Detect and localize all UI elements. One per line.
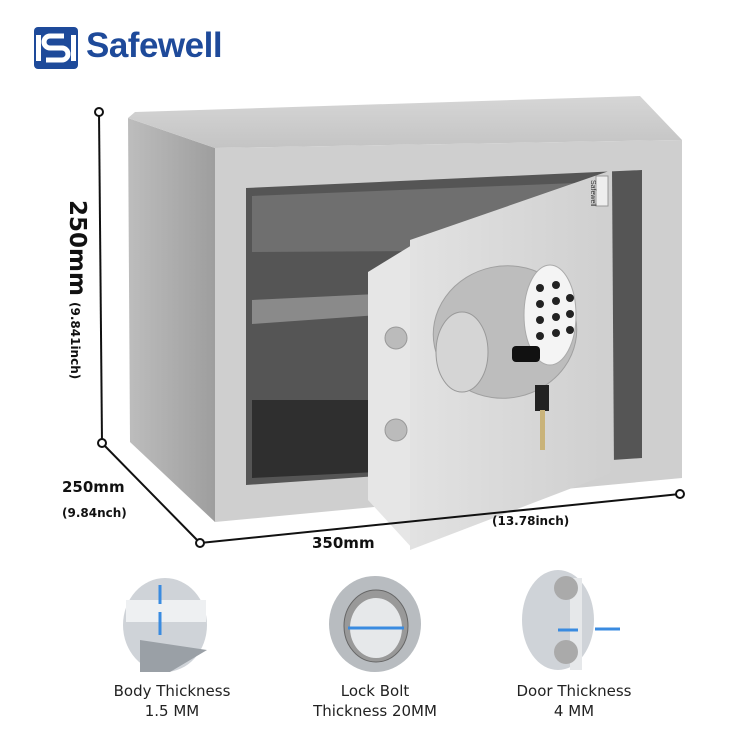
width-in-label: (13.78inch): [492, 514, 570, 528]
door-edge: [368, 245, 412, 548]
handle-knob-icon: [435, 311, 489, 393]
feature-door-thickness: Door Thickness 4 MM: [484, 681, 664, 721]
door-badge: Safewell: [589, 180, 596, 207]
feature-value: 4 MM: [553, 702, 595, 720]
width-mm-label: 350mm: [312, 534, 375, 552]
door-thickness-detail: [522, 570, 620, 670]
lock-bolt-detail: [329, 576, 421, 672]
depth-mm-label: 250mm: [62, 478, 125, 496]
feature-title: Body Thickness: [113, 682, 231, 700]
feature-value: 1.5 MM: [144, 702, 200, 720]
logo-mark-icon: [34, 27, 78, 69]
height-in-label: (9.841inch): [68, 302, 82, 380]
body-thickness-detail: [123, 578, 207, 672]
feature-value: Thickness 20MM: [313, 702, 437, 720]
feature-body-thickness: Body Thickness 1.5 MM: [82, 681, 262, 721]
key-icon: [512, 346, 549, 450]
safe-left-side: [128, 118, 215, 522]
feature-title: Door Thickness: [516, 682, 632, 700]
height-mm-label: 250mm: [64, 200, 90, 296]
dimension-lines: [94, 107, 685, 548]
safe-top: [128, 96, 682, 148]
depth-in-label: (9.84nch): [62, 506, 127, 520]
brand-logo: [34, 27, 78, 69]
feature-title: Lock Bolt: [340, 682, 410, 700]
feature-lock-bolt: Lock Bolt Thickness 20MM: [285, 681, 465, 721]
brand-name: Safewell: [86, 26, 223, 65]
